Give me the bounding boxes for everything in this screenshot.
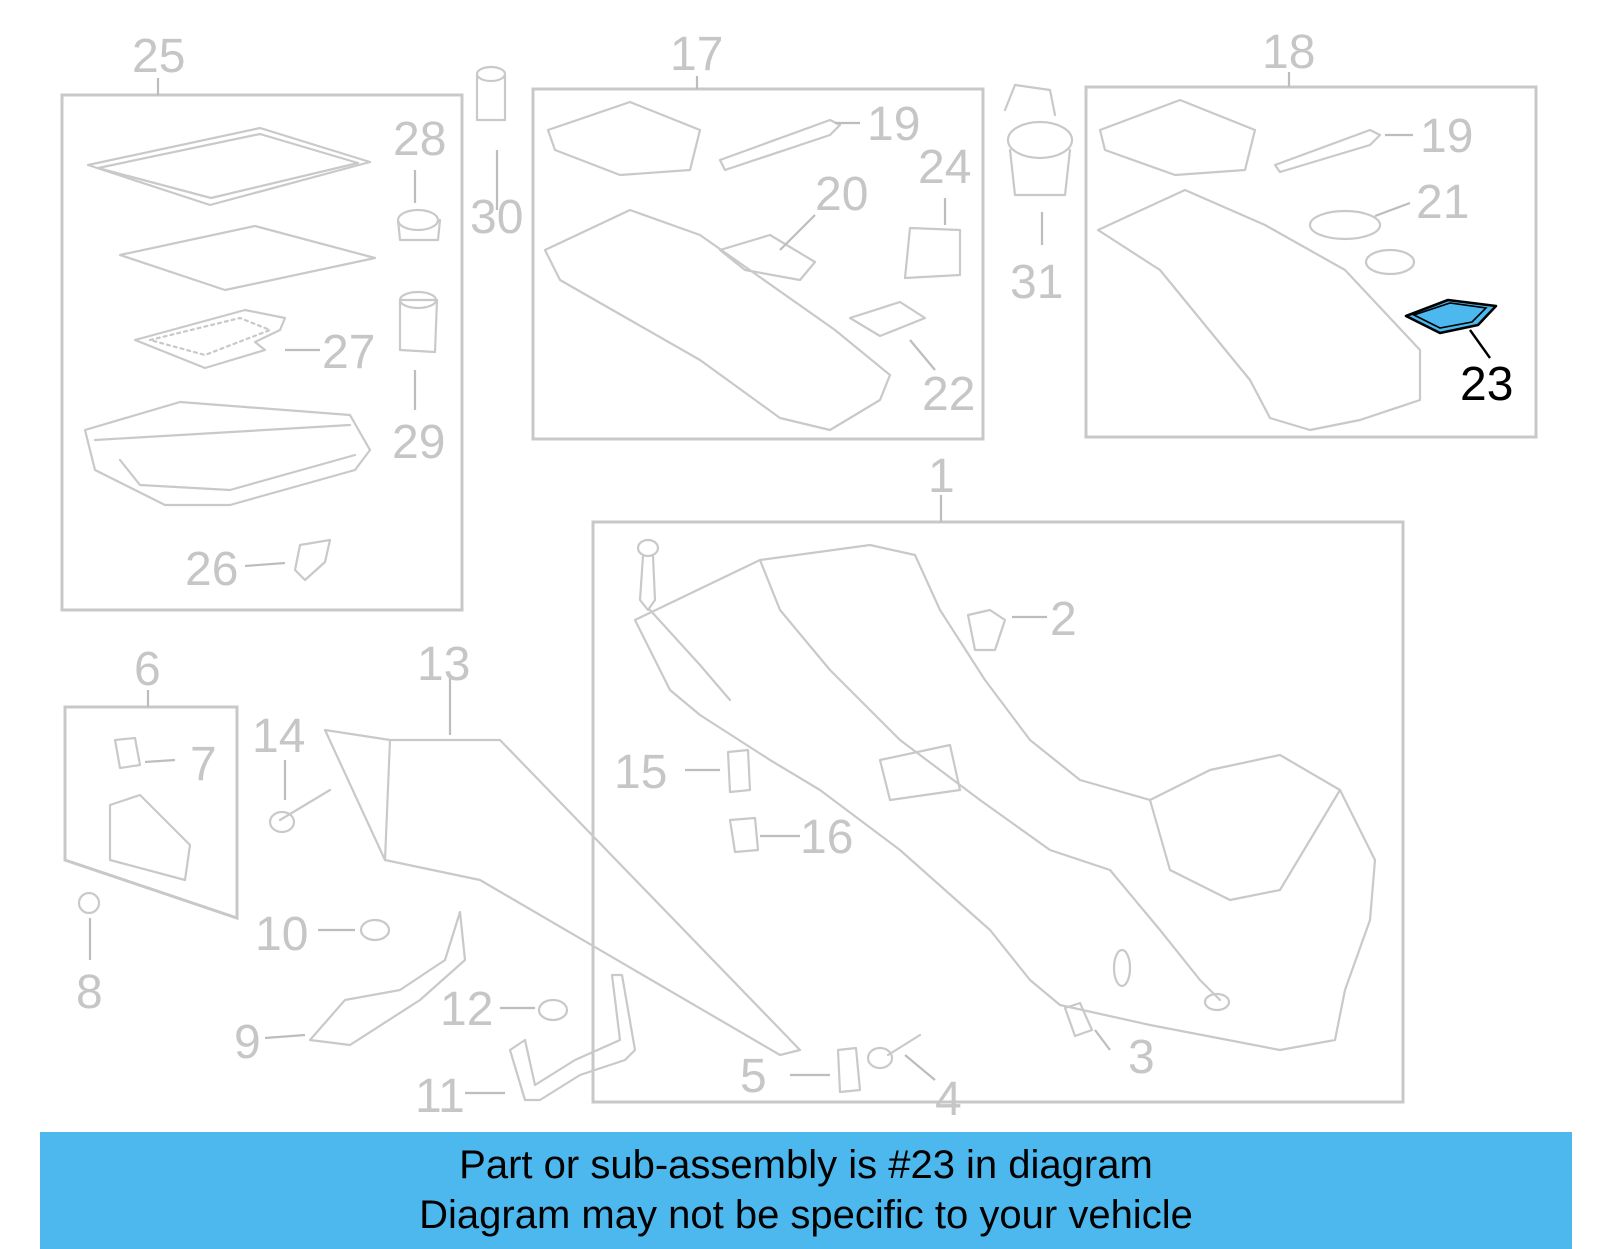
armrest-lid-parts: [83, 126, 377, 582]
part-23-leader: [1469, 329, 1491, 359]
floor-console-body: [633, 543, 1377, 1052]
group-box-17: [531, 87, 985, 441]
label-13: 13: [417, 638, 470, 691]
banner-line-1: Part or sub-assembly is #23 in diagram: [459, 1143, 1153, 1187]
label-12: 12: [440, 983, 493, 1036]
callout-labels: 25 28 27 29 26 30 17 19 20 24 22 31 18 1…: [76, 26, 1513, 1126]
label-5: 5: [740, 1050, 767, 1103]
label-10: 10: [255, 908, 308, 961]
label-15: 15: [614, 746, 667, 799]
label-1: 1: [928, 450, 955, 503]
console-fasteners: [636, 538, 1094, 1038]
label-8: 8: [76, 966, 103, 1019]
part-23-highlight: [1404, 298, 1498, 335]
label-14: 14: [252, 710, 305, 763]
leader-arrows: [88, 121, 1413, 1095]
label-22: 22: [922, 368, 975, 421]
label-24: 24: [918, 141, 971, 194]
label-2: 2: [1050, 593, 1077, 646]
console-trim-18: [1096, 98, 1422, 432]
console-trim-17: [543, 100, 962, 432]
group-box-1: [591, 520, 1405, 1104]
label-20: 20: [815, 168, 868, 221]
label-19b: 19: [1420, 110, 1473, 163]
label-26: 26: [185, 543, 238, 596]
label-29: 29: [392, 416, 445, 469]
lower-left-parts: [77, 728, 922, 1102]
label-23: 23: [1460, 358, 1513, 411]
label-11: 11: [415, 1070, 465, 1123]
banner-line-2: Diagram may not be specific to your vehi…: [419, 1193, 1193, 1237]
label-27: 27: [322, 326, 375, 379]
group-box-18: [1084, 85, 1538, 439]
label-3: 3: [1128, 1031, 1155, 1084]
label-17: 17: [670, 28, 723, 81]
label-31: 31: [1010, 256, 1063, 309]
label-19a: 19: [867, 98, 920, 151]
group-box-6: [63, 705, 239, 921]
label-30: 30: [470, 191, 523, 244]
label-18: 18: [1262, 26, 1315, 79]
small-parts-column: [396, 65, 1074, 354]
label-28: 28: [393, 113, 446, 166]
label-4: 4: [935, 1073, 962, 1126]
group-box-25: [60, 93, 464, 612]
label-9: 9: [234, 1016, 261, 1069]
label-25: 25: [132, 30, 185, 83]
label-6: 6: [134, 643, 161, 696]
info-banner: Part or sub-assembly is #23 in diagram D…: [40, 1132, 1572, 1249]
label-16: 16: [800, 811, 853, 864]
label-7: 7: [190, 738, 217, 791]
label-21: 21: [1416, 176, 1469, 229]
